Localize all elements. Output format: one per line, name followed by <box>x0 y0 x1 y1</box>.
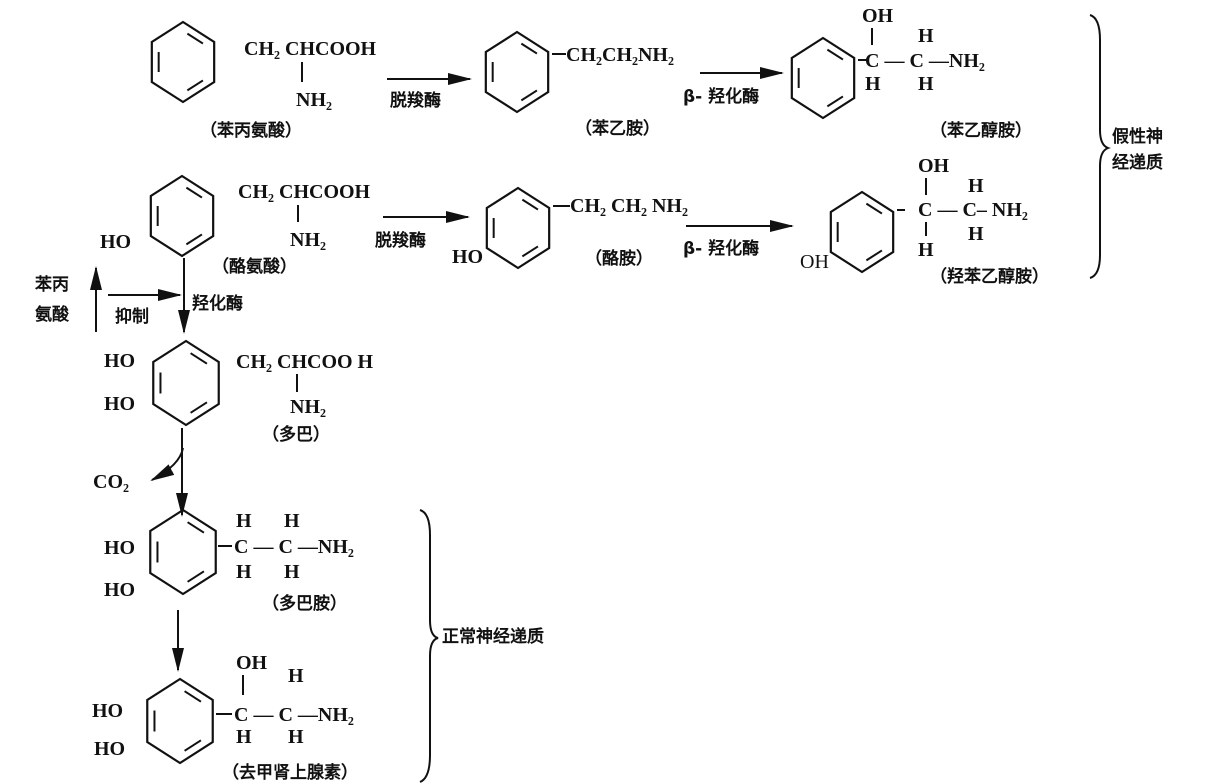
dopa-amine: NH₂ <box>290 396 326 418</box>
hydrogen: H <box>236 726 252 748</box>
enzyme-label: 羟化酶 <box>192 293 243 314</box>
tyrosine-amine: NH₂ <box>290 229 326 251</box>
carbon-chain: C — C– NH₂ <box>918 199 1028 221</box>
hydrogen: H <box>918 25 934 47</box>
double-bond <box>185 233 203 246</box>
hydrogen: H <box>968 175 984 197</box>
phenylalanine-label: 苯丙 <box>34 274 69 295</box>
hydroxyl: HO <box>100 231 131 253</box>
hydrogen: H <box>918 239 934 261</box>
tyrosine-name: （酪氨酸） <box>212 256 297 277</box>
enzyme-label: 脱羧酶 <box>390 90 441 111</box>
hydroxyl: HO <box>452 246 483 268</box>
norepinephrine-name: （去甲肾上腺素） <box>222 762 358 783</box>
hydroxyl: HO <box>92 700 123 722</box>
hydroxyl: HO <box>104 537 135 559</box>
ring-outline <box>829 190 895 274</box>
inhibit-label: 抑制 <box>115 306 149 327</box>
double-bond <box>184 690 202 703</box>
hydroxyl: OH <box>862 5 894 27</box>
hydrogen: H <box>288 726 304 748</box>
double-bond <box>826 95 844 108</box>
benzene-ring-octopamine <box>829 190 895 274</box>
tyrosine-side-chain: CH₂ CHCOOH <box>238 181 371 203</box>
dopa-side-chain: CH₂ CHCOO H <box>236 351 374 373</box>
dopa-name: （多巴） <box>262 424 330 445</box>
benzene-ring-phenylethanolamine <box>790 36 856 120</box>
enzyme-label: β- 羟化酶 <box>683 86 759 107</box>
double-bond <box>187 521 205 534</box>
phenylalanine-label: 氨酸 <box>35 304 70 325</box>
benzene-ring-norepinephrine <box>146 677 214 765</box>
double-bond <box>190 401 208 414</box>
hydrogen: H <box>236 510 252 532</box>
brace <box>1089 14 1111 279</box>
co2-release-arrow <box>150 447 184 481</box>
carbon-dioxide: CO₂ <box>93 471 129 493</box>
double-bond <box>186 32 204 45</box>
hydrogen: H <box>288 665 304 687</box>
phenylalanine-name: （苯丙氨酸） <box>200 120 302 141</box>
hydroxyl: OH <box>918 155 950 177</box>
ring-outline <box>149 508 217 596</box>
double-bond <box>187 570 205 583</box>
double-bond <box>190 352 208 365</box>
hydroxyl: OH <box>236 652 268 674</box>
hydroxyl: HO <box>104 350 135 372</box>
benzene-ring-dopa <box>152 339 220 427</box>
enzyme-label: 脱羧酶 <box>375 230 426 251</box>
tyramine-side-chain: CH₂ CH₂ NH₂ <box>570 195 688 217</box>
double-bond <box>184 739 202 752</box>
hydrogen: H <box>918 73 934 95</box>
double-bond <box>186 79 204 92</box>
enzyme-label: β- 羟化酶 <box>683 238 759 259</box>
ring-outline <box>150 20 216 104</box>
false-neurotransmitter-label: 假性神 <box>1112 126 1163 147</box>
ring-outline <box>152 339 220 427</box>
double-bond <box>520 89 538 102</box>
ring-outline <box>146 677 214 765</box>
benzene-ring-tyramine <box>485 186 551 270</box>
false-neurotransmitter-label: 经递质 <box>1112 152 1163 173</box>
double-bond <box>185 186 203 199</box>
carbon-chain: C — C —NH₂ <box>234 536 354 558</box>
phenylalanine-side-chain: CH₂ CHCOOH <box>244 38 377 60</box>
carbon-chain: C — C —NH₂ <box>234 704 354 726</box>
double-bond <box>826 48 844 61</box>
carbon-chain: C — C —NH₂ <box>865 50 985 72</box>
hydroxyl: OH <box>800 251 829 273</box>
hydrogen: H <box>865 73 881 95</box>
benzene-ring-phenylalanine <box>150 20 216 104</box>
double-bond <box>865 202 883 215</box>
double-bond <box>520 42 538 55</box>
dopamine-name: （多巴胺） <box>262 593 347 614</box>
double-bond <box>521 245 539 258</box>
phenylethanolamine-name: （苯乙醇胺） <box>930 120 1032 141</box>
octopamine-name: （羟苯乙醇胺） <box>930 266 1049 287</box>
phenylethylamine-side-chain: CH₂CH₂NH₂ <box>566 44 674 66</box>
hydrogen: H <box>284 510 300 532</box>
benzene-ring-dopamine <box>149 508 217 596</box>
phenylalanine-amine: NH₂ <box>296 89 332 111</box>
ring-outline <box>790 36 856 120</box>
double-bond <box>521 198 539 211</box>
hydrogen: H <box>284 561 300 583</box>
benzene-ring-phenylethylamine <box>484 30 550 114</box>
hydrogen: H <box>968 223 984 245</box>
brace <box>419 509 439 783</box>
double-bond <box>865 249 883 262</box>
ring-outline <box>149 174 215 258</box>
benzene-ring-tyrosine <box>149 174 215 258</box>
tyramine-name: （酪胺） <box>585 248 653 269</box>
hydroxyl: HO <box>104 393 135 415</box>
ring-outline <box>485 186 551 270</box>
ring-outline <box>484 30 550 114</box>
hydroxyl: HO <box>94 738 125 760</box>
hydroxyl: HO <box>104 579 135 601</box>
hydrogen: H <box>236 561 252 583</box>
phenylethylamine-name: （苯乙胺） <box>575 118 660 139</box>
normal-neurotransmitter-label: 正常神经递质 <box>442 626 544 647</box>
